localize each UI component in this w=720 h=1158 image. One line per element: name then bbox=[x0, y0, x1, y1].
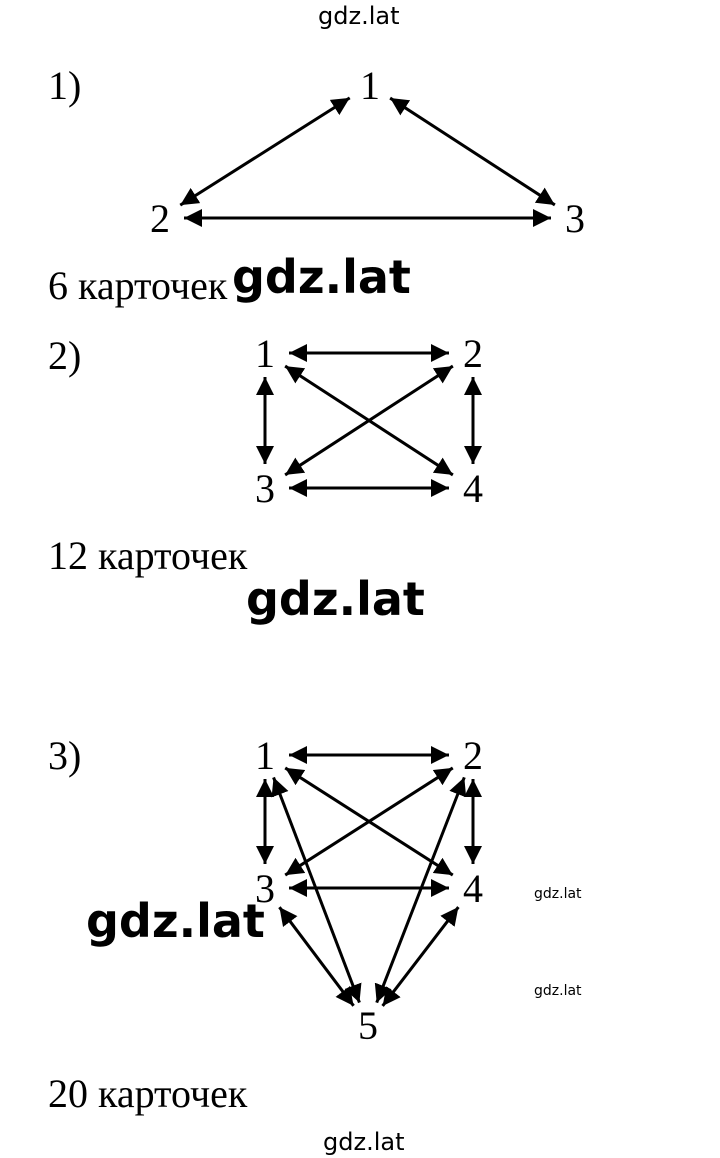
node-label: 3 bbox=[255, 466, 275, 511]
node-label: 3 bbox=[255, 866, 275, 911]
caption-cards-count: 20 карточек bbox=[48, 1071, 248, 1116]
double-arrow-4-5 bbox=[381, 906, 460, 1007]
problem-number: 3) bbox=[48, 733, 82, 778]
watermark-tiny: gdz.lat bbox=[534, 983, 582, 999]
problem-number: 2) bbox=[48, 333, 82, 378]
watermark-big: gdz.lat bbox=[86, 894, 265, 948]
node-label: 3 bbox=[565, 196, 585, 241]
watermark-tiny: gdz.lat bbox=[534, 886, 582, 902]
node-label: 5 bbox=[358, 1003, 378, 1048]
node-label: 2 bbox=[463, 733, 483, 778]
caption-cards-count: 6 карточек bbox=[48, 263, 228, 308]
diagram-2: 1 2 3 4 bbox=[255, 331, 483, 511]
node-label: 1 bbox=[255, 733, 275, 778]
watermark-big: gdz.lat bbox=[232, 250, 411, 304]
double-arrow-1-3 bbox=[389, 96, 556, 207]
node-label: 2 bbox=[463, 331, 483, 376]
watermark-bottom: gdz.lat bbox=[323, 1128, 405, 1156]
node-label: 2 bbox=[150, 196, 170, 241]
double-arrow-1-5 bbox=[271, 776, 362, 1004]
double-arrow-1-2 bbox=[179, 96, 351, 207]
double-arrow-2-5 bbox=[374, 776, 467, 1004]
watermark-big: gdz.lat bbox=[246, 572, 425, 626]
double-arrow-3-5 bbox=[278, 906, 355, 1007]
caption-cards-count: 12 карточек bbox=[48, 533, 248, 578]
node-label: 1 bbox=[255, 331, 275, 376]
problem-number: 1) bbox=[48, 63, 82, 108]
node-label: 4 bbox=[463, 466, 483, 511]
diagram-3: 1 2 3 4 5 bbox=[255, 733, 483, 1048]
watermark-top: gdz.lat bbox=[318, 2, 400, 30]
diagram-1: 1 2 3 bbox=[150, 63, 585, 241]
node-label: 1 bbox=[360, 63, 380, 108]
double-arrow-2-3 bbox=[284, 364, 454, 477]
node-label: 4 bbox=[463, 866, 483, 911]
